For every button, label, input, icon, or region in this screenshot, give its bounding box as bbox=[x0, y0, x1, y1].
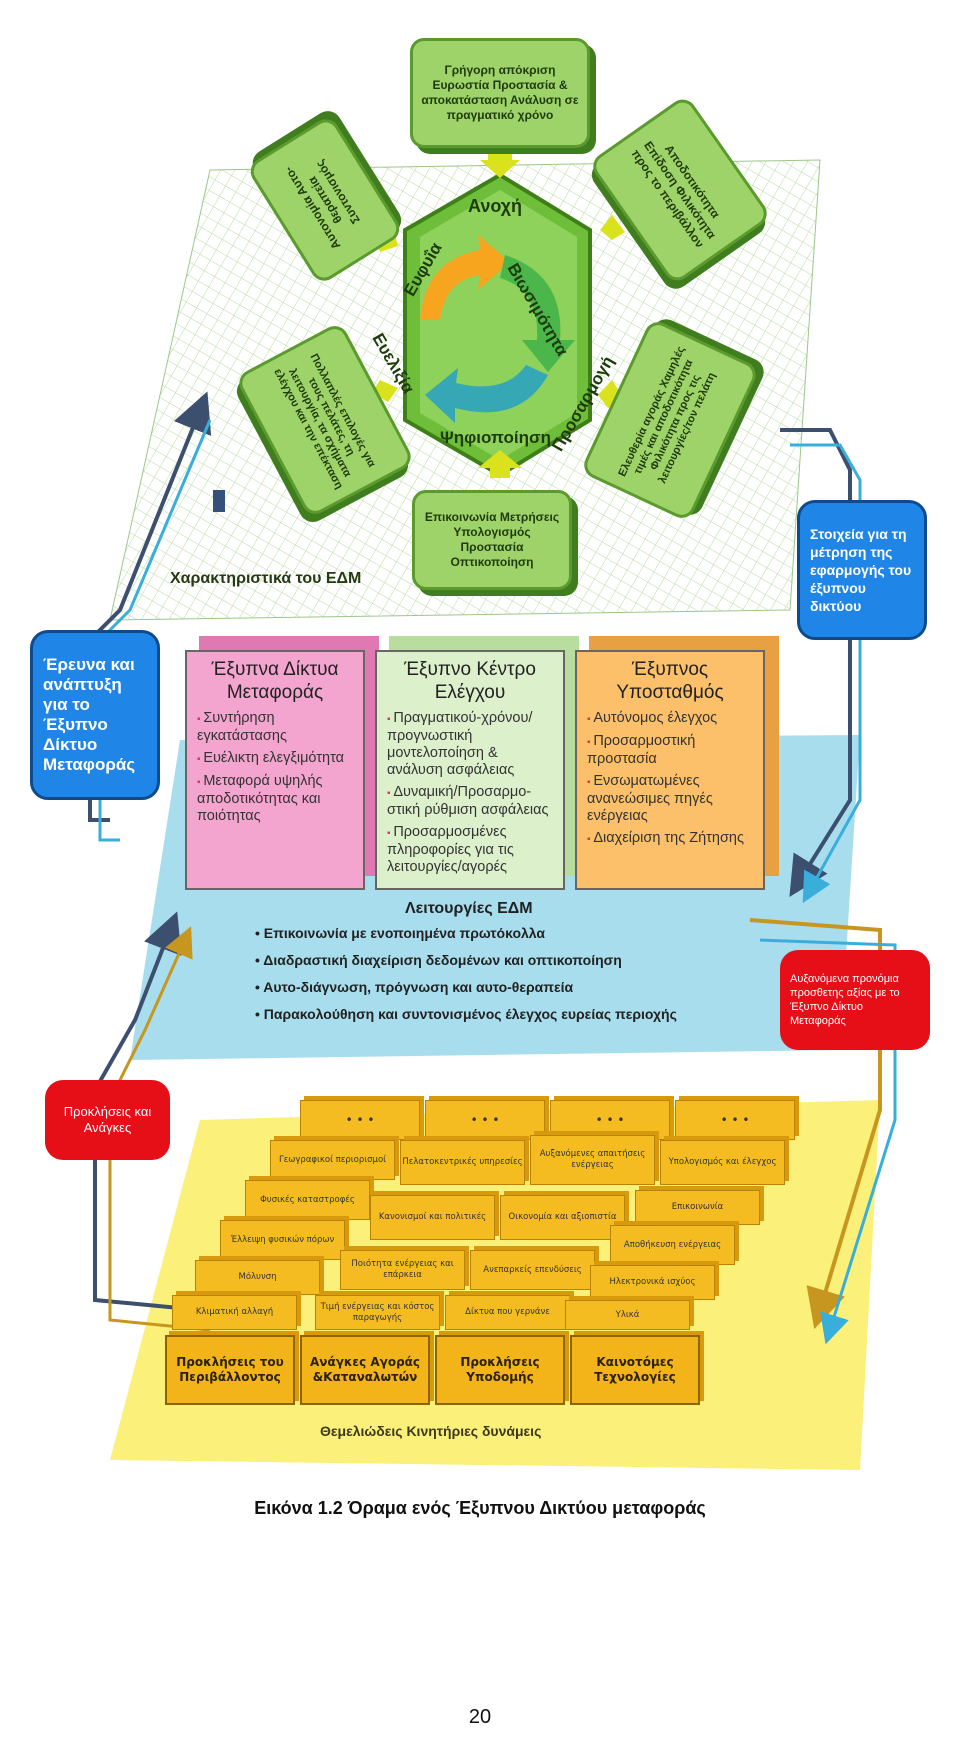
driver-base-technology: Καινοτόμες Τεχνολογίες bbox=[570, 1335, 700, 1405]
function-item: Αυτο-διάγνωση, πρόγνωση και αυτο-θεραπεί… bbox=[255, 974, 677, 1001]
driver-cell: Επικοινωνία bbox=[635, 1190, 760, 1225]
driver-cell: Ανεπαρκείς επενδύσεις bbox=[470, 1250, 595, 1290]
driver-cell: Υλικά bbox=[565, 1300, 690, 1330]
driver-cell: Κανονισμοί και πολιτικές bbox=[370, 1195, 495, 1240]
driver-ellipsis: • • • bbox=[675, 1100, 795, 1140]
driver-cell: Ηλεκτρονικά ισχύος bbox=[590, 1265, 715, 1300]
driver-base-environment: Προκλήσεις του Περιβάλλοντος bbox=[165, 1335, 295, 1405]
cube-item: Αυτόνομος έλεγχος bbox=[587, 710, 757, 728]
small-marker bbox=[213, 490, 225, 512]
driver-cell: Δίκτυα που γερνάνε bbox=[445, 1295, 570, 1330]
cube-substation: Έξυπνος Υποσταθμός Αυτόνομος έλεγχος Προ… bbox=[575, 650, 765, 890]
cube-control-center: Έξυπνο Κέντρο Ελέγχου Πραγματικού-χρόνου… bbox=[375, 650, 565, 890]
driver-cell: Έλλειψη φυσικών πόρων bbox=[220, 1220, 345, 1260]
page-number: 20 bbox=[468, 1706, 492, 1728]
driver-ellipsis: • • • bbox=[550, 1100, 670, 1140]
driver-base-infrastructure: Προκλήσεις Υποδομής bbox=[435, 1335, 565, 1405]
cycle-arrow-teal bbox=[425, 365, 548, 423]
driver-cell: Μόλυνση bbox=[195, 1260, 320, 1295]
cube-item: Δυναμική/Προσαρμο-στική ρύθμιση ασφάλεια… bbox=[387, 784, 557, 819]
cube-transmission-networks: Έξυπνα Δίκτυα Μεταφοράς Συντήρηση εγκατά… bbox=[185, 650, 365, 890]
function-item: Διαδραστική διαχείριση δεδομένων και οπτ… bbox=[255, 947, 677, 974]
arrow-top bbox=[480, 150, 520, 178]
driver-cell: Αυξανόμενες απαιτήσεις ενέργειας bbox=[530, 1135, 655, 1185]
box-communication: Επικοινωνία Μετρήσεις Υπολογισμός Προστα… bbox=[412, 490, 572, 590]
hexagon-caption: Χαρακτηριστικά του ΕΔΜ bbox=[170, 570, 362, 587]
cube-item: Μεταφορά υψηλής αποδοτικότητας και ποιότ… bbox=[197, 773, 357, 825]
cube-item: Συντήρηση εγκατάστασης bbox=[197, 710, 357, 745]
figure-caption: Εικόνα 1.2 Όραμα ενός Έξυπνου Δικτύου με… bbox=[254, 1498, 706, 1518]
cube-item: Προσαρμοσμένες πληροφορίες για τις λειτο… bbox=[387, 824, 557, 876]
hex-word-digitization: Ψηφιοποίηση bbox=[440, 428, 551, 447]
measurement-block: Στοιχεία για τη μέτρηση της εφαρμογής το… bbox=[797, 500, 927, 640]
cube-item: Ευέλικτη ελεγξιμότητα bbox=[197, 750, 357, 768]
cube-title: Έξυπνα Δίκτυα Μεταφοράς bbox=[211, 659, 339, 703]
cycle-arrow-green bbox=[500, 255, 575, 372]
function-item: Παρακολούθηση και συντονισμένος έλεγχος … bbox=[255, 1001, 677, 1028]
driver-cell: Τιμή ενέργειας και κόστος παραγωγής bbox=[315, 1295, 440, 1330]
driver-cell: Πελατοκεντρικές υπηρεσίες bbox=[400, 1140, 525, 1185]
cycle-arrow-orange bbox=[420, 235, 510, 320]
functions-list: Επικοινωνία με ενοποιημένα πρωτόκολλα Δι… bbox=[255, 920, 677, 1028]
challenges-block: Προκλήσεις και Ανάγκες bbox=[45, 1080, 170, 1160]
cube-item: Προσαρμοστική προστασία bbox=[587, 733, 757, 768]
driver-ellipsis: • • • bbox=[300, 1100, 420, 1140]
driver-cell: Κλιματική αλλαγή bbox=[172, 1295, 297, 1330]
right-loop-arrow bbox=[780, 428, 852, 897]
cube-item: Πραγματικού-χρόνου/ προγνωστική μοντελοπ… bbox=[387, 710, 557, 779]
added-value-block: Αυξανόμενα προνόμια προσθετης αξίας με τ… bbox=[780, 950, 930, 1050]
driver-ellipsis: • • • bbox=[425, 1100, 545, 1140]
driver-cell: Οικονομία και αξιοπιστία bbox=[500, 1195, 625, 1240]
box-response: Γρήγορη απόκριση Ευρωστία Προστασία & απ… bbox=[410, 38, 590, 148]
driver-cell: Γεωγραφικοί περιορισμοί bbox=[270, 1140, 395, 1180]
arrow-upper-right bbox=[600, 215, 625, 240]
right-loop-arrow-light bbox=[790, 443, 862, 904]
cube-item: Ενσωματωμένες ανανεώσιμες πηγές ενέργεια… bbox=[587, 773, 757, 825]
hex-word-tolerance: Ανοχή bbox=[468, 196, 523, 216]
driver-base-market: Ανάγκες Αγοράς &Καταναλωτών bbox=[300, 1335, 430, 1405]
functions-title: Λειτουργίες ΕΔΜ bbox=[405, 900, 533, 917]
cube-item: Διαχείριση της Ζήτησης bbox=[587, 830, 757, 848]
arrow-bottom bbox=[478, 450, 522, 478]
driver-cell: Υπολογισμός και έλεγχος bbox=[660, 1140, 785, 1185]
function-item: Επικοινωνία με ενοποιημένα πρωτόκολλα bbox=[255, 920, 677, 947]
driver-cell: Φυσικές καταστροφές bbox=[245, 1180, 370, 1220]
research-block: Έρευνα και ανάπτυξη για το Έξυπνο Δίκτυο… bbox=[30, 630, 160, 800]
cube-title: Έξυπνος Υποσταθμός bbox=[616, 659, 724, 703]
driver-cell: Ποιότητα ενέργειας και επάρκεια bbox=[340, 1250, 465, 1290]
driver-cell: Αποθήκευση ενέργειας bbox=[610, 1225, 735, 1265]
cube-title: Έξυπνο Κέντρο Ελέγχου bbox=[404, 659, 536, 703]
drivers-caption: Θεμελιώδεις Κινητήριες δυνάμεις bbox=[320, 1423, 542, 1439]
